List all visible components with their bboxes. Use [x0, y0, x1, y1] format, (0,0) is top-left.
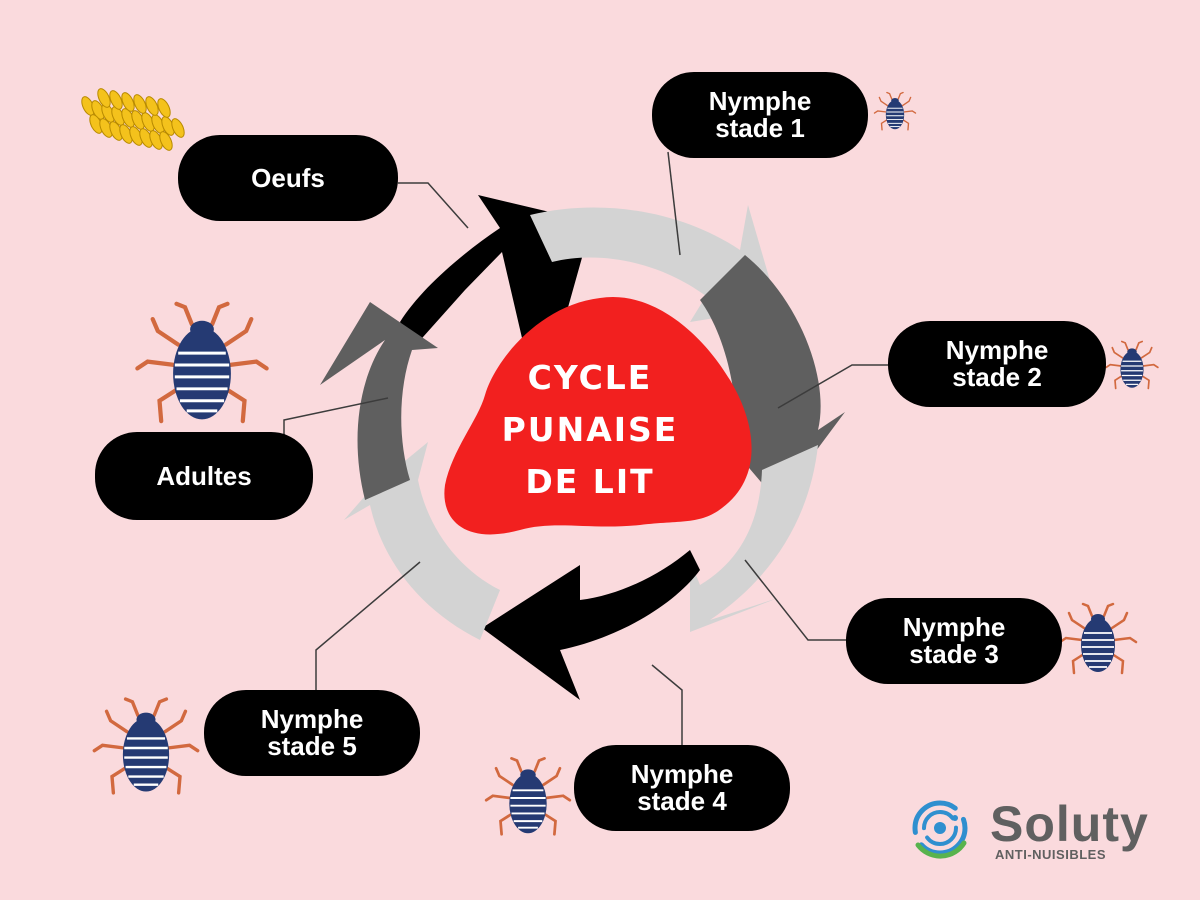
- stage-nymphe-4: Nymphe stade 4: [574, 745, 790, 831]
- bedbug-nymph1-icon: [873, 91, 917, 131]
- egg-cluster-image: [81, 88, 185, 151]
- stage-nymphe-3: Nymphe stade 3: [846, 598, 1062, 684]
- cycle-ring: [320, 195, 845, 700]
- stage-nymphe-1: Nymphe stade 1: [652, 72, 868, 158]
- connector-lines: [283, 151, 888, 745]
- center-blob: [444, 296, 752, 535]
- brand-name: Soluty: [990, 796, 1149, 852]
- bedbug-nymph4-icon: [484, 757, 572, 836]
- bedbug-adult-icon: [137, 304, 266, 421]
- stage-nymphe-2: Nymphe stade 2: [888, 321, 1106, 407]
- stage-adultes: Adultes: [95, 432, 313, 520]
- stage-nymphe-5: Nymphe stade 5: [204, 690, 420, 776]
- bedbug-nymph2-icon: [1105, 340, 1159, 390]
- center-title-line-2: PUNAISE: [501, 410, 679, 449]
- bedbug-nymph3-icon: [1058, 602, 1138, 675]
- stage-nymphe-5-line-1: Nymphe: [260, 704, 364, 734]
- stage-nymphe-4-line-1: Nymphe: [630, 759, 734, 789]
- stage-nymphe-1-line-2: stade 1: [715, 113, 805, 143]
- brand-logo-icon: [912, 800, 968, 859]
- brand-logo: Soluty ANTI-NUISIBLES: [905, 795, 1175, 865]
- center-title-line-1: CYCLE: [527, 358, 653, 397]
- stage-nymphe-3-line-2: stade 3: [909, 639, 999, 669]
- center-title: CYCLE PUNAISE DE LIT: [470, 352, 710, 508]
- stage-nymphe-2-line-2: stade 2: [952, 362, 1042, 392]
- stage-oeufs: Oeufs: [178, 135, 398, 221]
- stage-oeufs-label: Oeufs: [251, 162, 325, 193]
- stage-nymphe-3-line-1: Nymphe: [902, 612, 1006, 642]
- center-title-line-3: DE LIT: [525, 462, 655, 501]
- stage-nymphe-2-line-1: Nymphe: [945, 335, 1049, 365]
- stage-adultes-label: Adultes: [156, 460, 252, 491]
- stage-nymphe-5-line-2: stade 5: [267, 731, 357, 761]
- stage-nymphe-1-line-1: Nymphe: [708, 86, 812, 116]
- brand-tagline: ANTI-NUISIBLES: [995, 847, 1106, 862]
- bedbug-nymph5-icon: [92, 697, 200, 795]
- stage-nymphe-4-line-2: stade 4: [637, 786, 727, 816]
